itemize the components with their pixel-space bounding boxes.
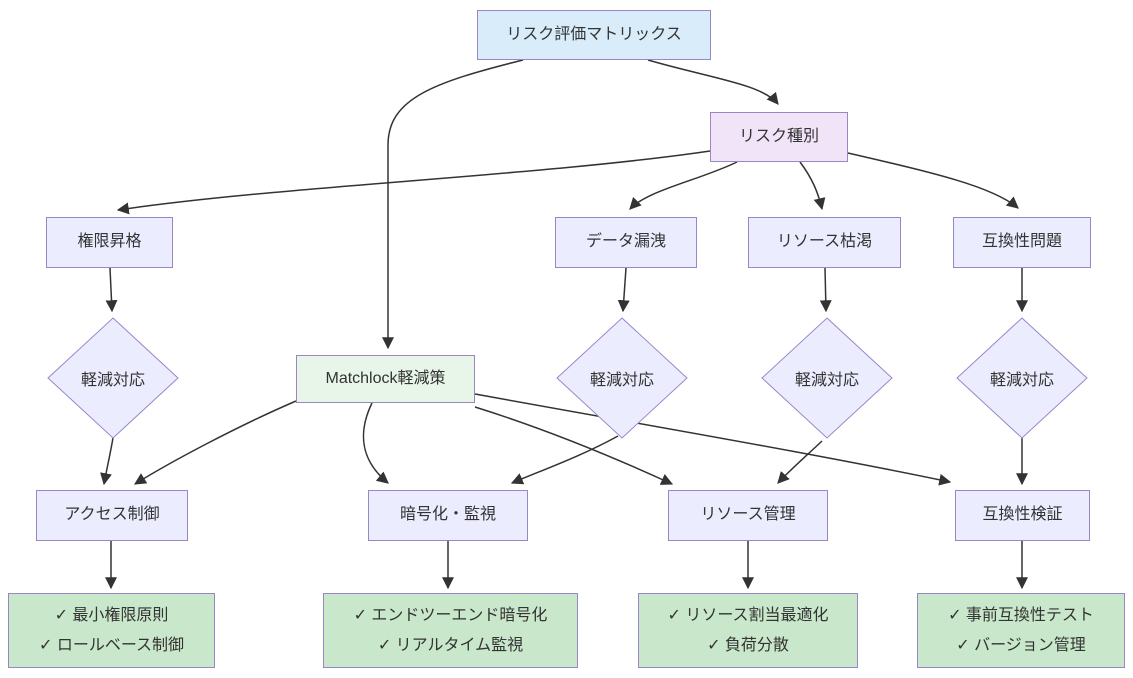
node-risk-type-label: リスク種別 bbox=[738, 127, 819, 145]
decision-diamond-4 bbox=[956, 317, 1088, 439]
node-risk-type: リスク種別 bbox=[710, 112, 848, 162]
decision-diamond-3 bbox=[761, 317, 893, 439]
result-item: ✓ 事前互換性テスト bbox=[948, 606, 1094, 624]
edge-risk-type-to-privilege-escalation bbox=[116, 150, 711, 215]
node-resource-exhaustion: リソース枯渇 bbox=[748, 217, 901, 268]
node-access-control: アクセス制御 bbox=[36, 490, 188, 541]
decision-diamond-1 bbox=[47, 317, 179, 439]
edge-privilege-escalation-to-decision-1 bbox=[105, 267, 118, 313]
edge-matchlock-to-resource-management bbox=[474, 406, 674, 485]
node-compatibility-issue-label: 互換性問題 bbox=[981, 233, 1062, 251]
result-item: ✓ リソース割当最適化 bbox=[667, 606, 829, 624]
decision-diamond-2 bbox=[556, 317, 688, 439]
result-item: ✓ エンドツーエンド暗号化 bbox=[353, 606, 548, 624]
edge-matchlock-to-access-control bbox=[133, 400, 297, 485]
edge-risk-type-to-compatibility-issue bbox=[847, 152, 1019, 209]
edge-risk-type-to-data-leak bbox=[629, 161, 738, 210]
edge-resource-exhaustion-to-decision-3 bbox=[819, 267, 832, 313]
result-item: ✓ リアルタイム監視 bbox=[377, 636, 524, 654]
node-matchlock-label: Matchlock軽減策 bbox=[325, 369, 446, 387]
result-item: ✓ バージョン管理 bbox=[956, 636, 1086, 654]
node-access-control-results: ✓ 最小権限原則 ✓ ロールベース制御 bbox=[8, 593, 215, 668]
node-root-label: リスク評価マトリックス bbox=[506, 25, 682, 43]
edge-matchlock-to-encryption bbox=[362, 402, 389, 484]
node-encryption-monitoring-label: 暗号化・監視 bbox=[399, 506, 496, 524]
node-resource-management: リソース管理 bbox=[668, 490, 828, 541]
node-privilege-escalation: 権限昇格 bbox=[46, 217, 173, 268]
edge-data-leak-to-decision-2 bbox=[617, 267, 630, 313]
result-item: ✓ 最小権限原則 bbox=[54, 606, 169, 624]
result-item: ✓ 負荷分散 bbox=[707, 636, 789, 654]
edge-root-to-risk-type bbox=[647, 59, 779, 105]
node-compatibility-verification: 互換性検証 bbox=[955, 490, 1090, 541]
edge-risk-type-to-resource-exhaustion bbox=[799, 161, 826, 211]
node-compatibility-issue: 互換性問題 bbox=[953, 217, 1091, 268]
edge-root-to-matchlock bbox=[382, 59, 524, 350]
result-item: ✓ ロールベース制御 bbox=[38, 636, 185, 654]
node-encryption-monitoring: 暗号化・監視 bbox=[368, 490, 528, 541]
node-resource-results: ✓ リソース割当最適化 ✓ 負荷分散 bbox=[638, 593, 858, 668]
node-resource-management-label: リソース管理 bbox=[700, 506, 796, 524]
node-matchlock: Matchlock軽減策 bbox=[296, 355, 475, 403]
edge-decision-1-to-access-control bbox=[100, 437, 114, 486]
edge-decision-3-to-resource-management bbox=[777, 440, 823, 484]
node-privilege-escalation-label: 権限昇格 bbox=[77, 233, 142, 251]
node-access-control-label: アクセス制御 bbox=[64, 506, 160, 524]
edge-matchlock-to-compatibility-verification bbox=[474, 393, 952, 486]
node-compatibility-verification-label: 互換性検証 bbox=[982, 506, 1063, 524]
node-encryption-results: ✓ エンドツーエンド暗号化 ✓ リアルタイム監視 bbox=[323, 593, 578, 668]
node-data-leak-label: データ漏洩 bbox=[585, 233, 666, 251]
node-data-leak: データ漏洩 bbox=[555, 217, 697, 268]
node-compatibility-results: ✓ 事前互換性テスト ✓ バージョン管理 bbox=[917, 593, 1125, 668]
edge-decision-2-to-encryption bbox=[510, 435, 619, 485]
node-root: リスク評価マトリックス bbox=[477, 10, 711, 60]
node-resource-exhaustion-label: リソース枯渇 bbox=[776, 233, 873, 251]
